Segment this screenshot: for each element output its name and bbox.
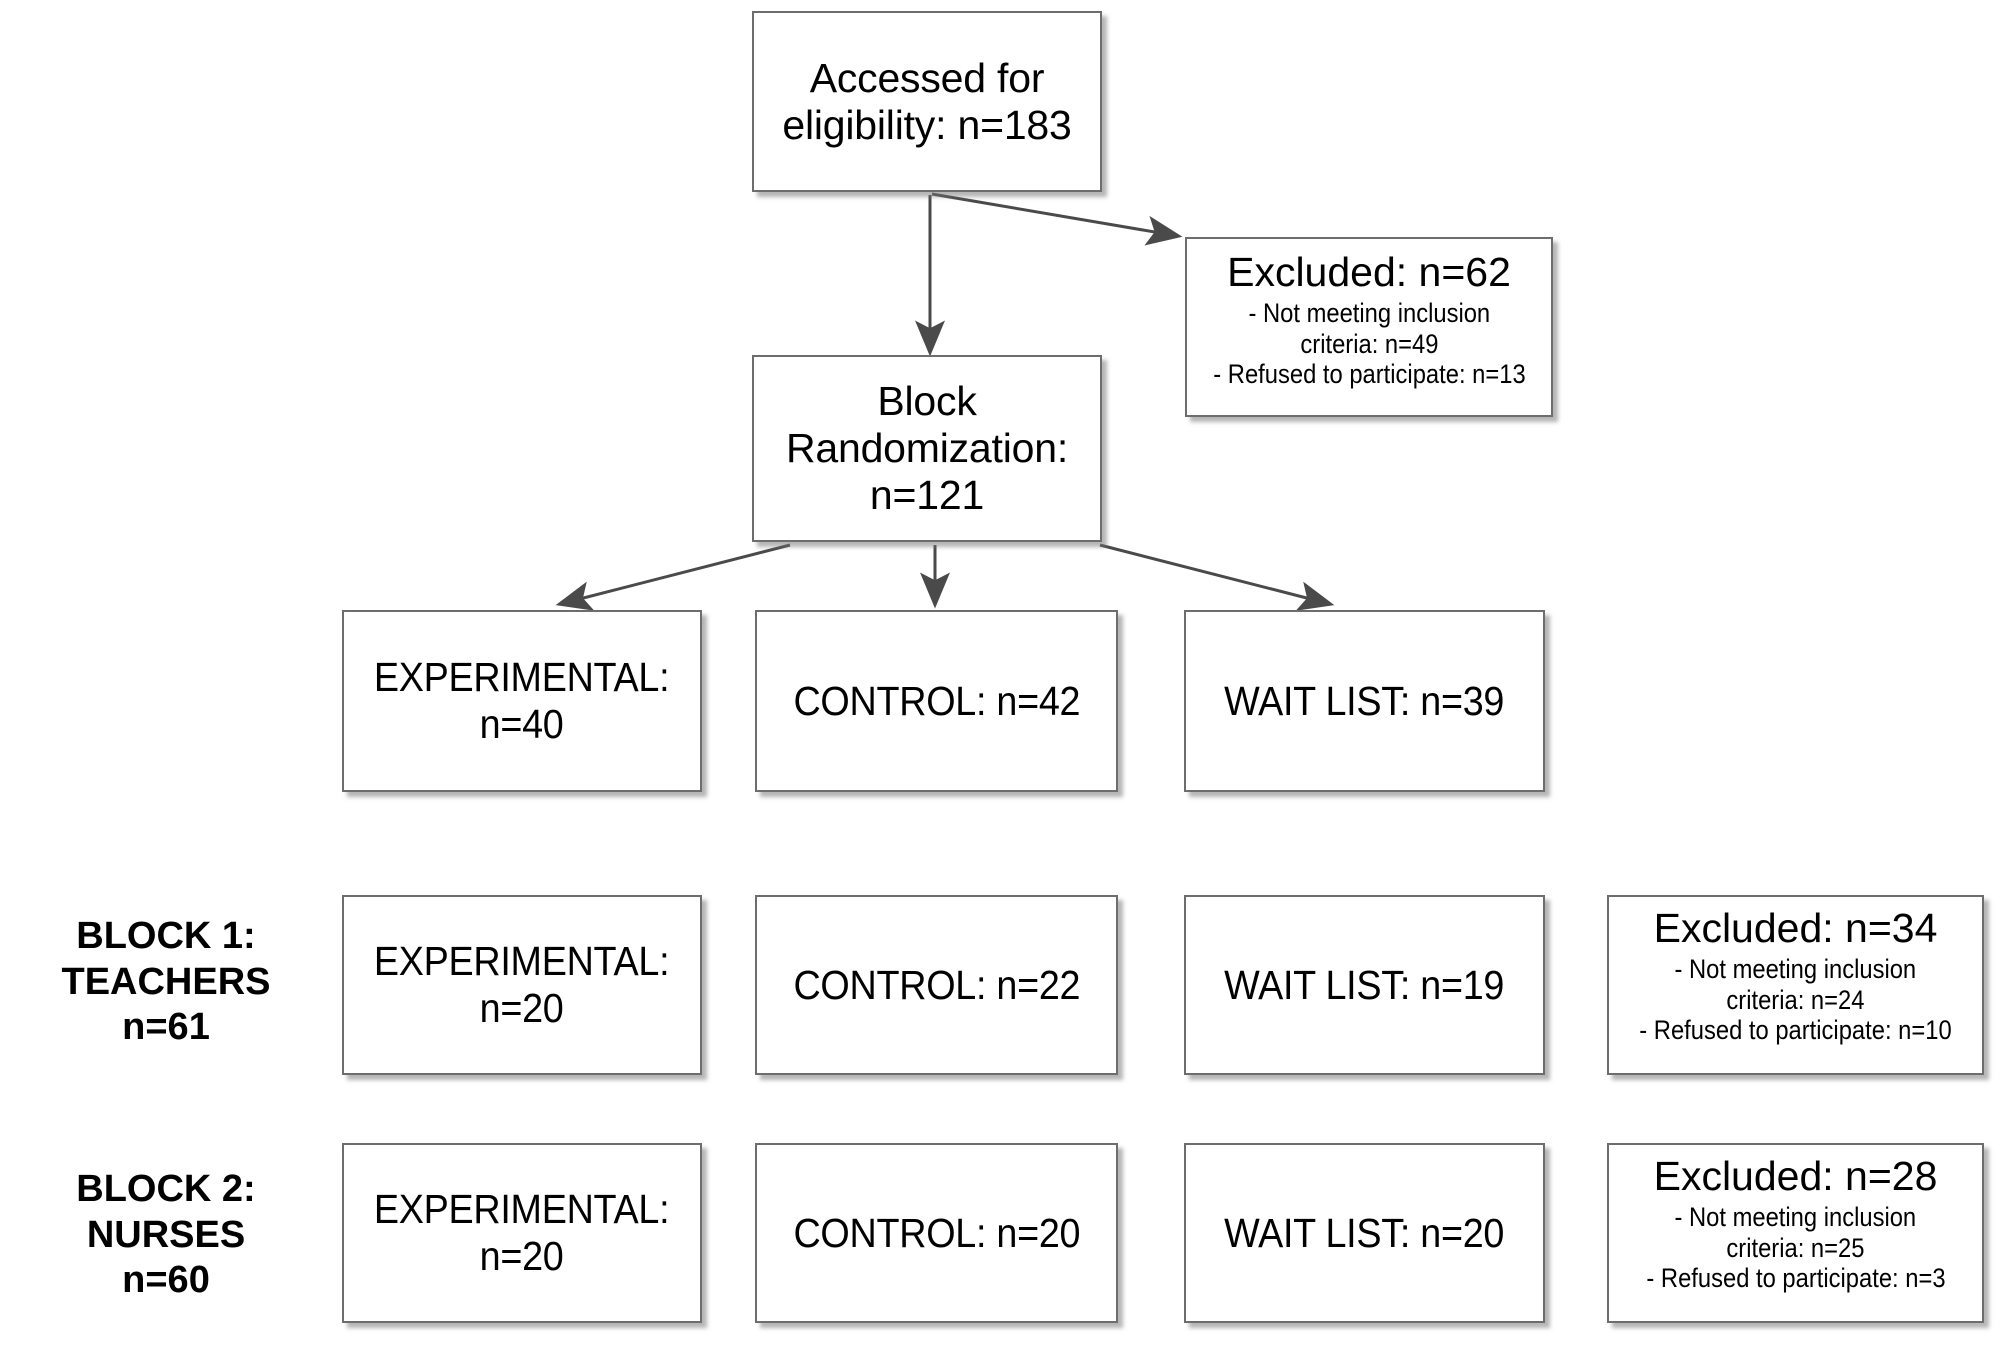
randomization-line-1: Block <box>877 378 977 425</box>
node-block2-experimental[interactable]: EXPERIMENTAL: n=20 <box>342 1143 702 1323</box>
block2-waitlist-line-1: WAIT LIST: n=20 <box>1224 1209 1505 1256</box>
block2-excluded-headline: Excluded: n=28 <box>1653 1153 1938 1199</box>
block-2-line-2: NURSES <box>86 1213 246 1256</box>
excluded-overall-detail-1: - Not meeting inclusion <box>1248 297 1490 328</box>
excluded-overall-headline: Excluded: n=62 <box>1227 249 1511 295</box>
block2-excluded-detail-2: criteria: n=25 <box>1726 1232 1865 1263</box>
node-overall-control[interactable]: CONTROL: n=42 <box>755 610 1118 792</box>
accessed-line-2: eligibility: n=183 <box>782 101 1072 148</box>
node-block1-excluded[interactable]: Excluded: n=34 - Not meeting inclusion c… <box>1607 895 1984 1075</box>
block-1-line-2: TEACHERS <box>61 960 271 1003</box>
block-1-line-1: BLOCK 1: <box>76 915 256 958</box>
node-block1-control[interactable]: CONTROL: n=22 <box>755 895 1118 1075</box>
accessed-line-1: Accessed for <box>809 54 1045 101</box>
block2-experimental-line-2: n=20 <box>480 1233 564 1279</box>
node-block1-waitlist[interactable]: WAIT LIST: n=19 <box>1184 895 1545 1075</box>
block-2-line-1: BLOCK 2: <box>76 1168 256 1211</box>
block2-excluded-detail-3: - Refused to participate: n=3 <box>1645 1263 1946 1294</box>
block-1-line-3: n=61 <box>122 1006 210 1049</box>
node-block2-excluded[interactable]: Excluded: n=28 - Not meeting inclusion c… <box>1607 1143 1984 1323</box>
block1-excluded-headline: Excluded: n=34 <box>1653 905 1938 951</box>
label-block-2: BLOCK 2: NURSES n=60 <box>18 1148 314 1323</box>
arrow-assessed-to-excluded <box>931 192 1183 246</box>
block-2-line-3: n=60 <box>122 1259 210 1302</box>
randomization-line-3: n=121 <box>869 471 985 518</box>
randomization-line-2: Randomization: <box>785 425 1069 472</box>
overall-control-line-1: CONTROL: n=42 <box>793 677 1080 724</box>
block2-control-line-1: CONTROL: n=20 <box>793 1209 1080 1256</box>
block1-experimental-line-1: EXPERIMENTAL: <box>374 938 670 985</box>
arrow-randomization-to-experimental <box>555 543 791 611</box>
block1-experimental-line-2: n=20 <box>480 985 564 1031</box>
node-overall-waitlist[interactable]: WAIT LIST: n=39 <box>1184 610 1545 792</box>
block1-waitlist-line-1: WAIT LIST: n=19 <box>1224 961 1505 1008</box>
overall-experimental-line-2: n=40 <box>480 701 564 747</box>
label-block-1: BLOCK 1: TEACHERS n=61 <box>18 895 314 1070</box>
node-block1-experimental[interactable]: EXPERIMENTAL: n=20 <box>342 895 702 1075</box>
block2-excluded-detail-1: - Not meeting inclusion <box>1674 1201 1917 1232</box>
block2-experimental-line-1: EXPERIMENTAL: <box>374 1186 670 1233</box>
block1-excluded-detail-1: - Not meeting inclusion <box>1674 953 1917 984</box>
block1-control-line-1: CONTROL: n=22 <box>793 961 1080 1008</box>
block1-excluded-detail-3: - Refused to participate: n=10 <box>1639 1015 1952 1046</box>
arrow-randomization-to-waitlist <box>1099 543 1335 611</box>
block1-excluded-detail-2: criteria: n=24 <box>1726 984 1865 1015</box>
node-accessed-for-eligibility[interactable]: Accessed for eligibility: n=183 <box>752 11 1102 192</box>
overall-experimental-line-1: EXPERIMENTAL: <box>374 654 670 701</box>
node-block2-control[interactable]: CONTROL: n=20 <box>755 1143 1118 1323</box>
node-overall-experimental[interactable]: EXPERIMENTAL: n=40 <box>342 610 702 792</box>
excluded-overall-detail-2: criteria: n=49 <box>1299 328 1439 359</box>
node-block-randomization[interactable]: Block Randomization: n=121 <box>752 355 1102 542</box>
overall-waitlist-line-1: WAIT LIST: n=39 <box>1224 677 1505 724</box>
node-excluded-overall[interactable]: Excluded: n=62 - Not meeting inclusion c… <box>1185 237 1553 417</box>
node-block2-waitlist[interactable]: WAIT LIST: n=20 <box>1184 1143 1545 1323</box>
excluded-overall-detail-3: - Refused to participate: n=13 <box>1212 359 1526 390</box>
